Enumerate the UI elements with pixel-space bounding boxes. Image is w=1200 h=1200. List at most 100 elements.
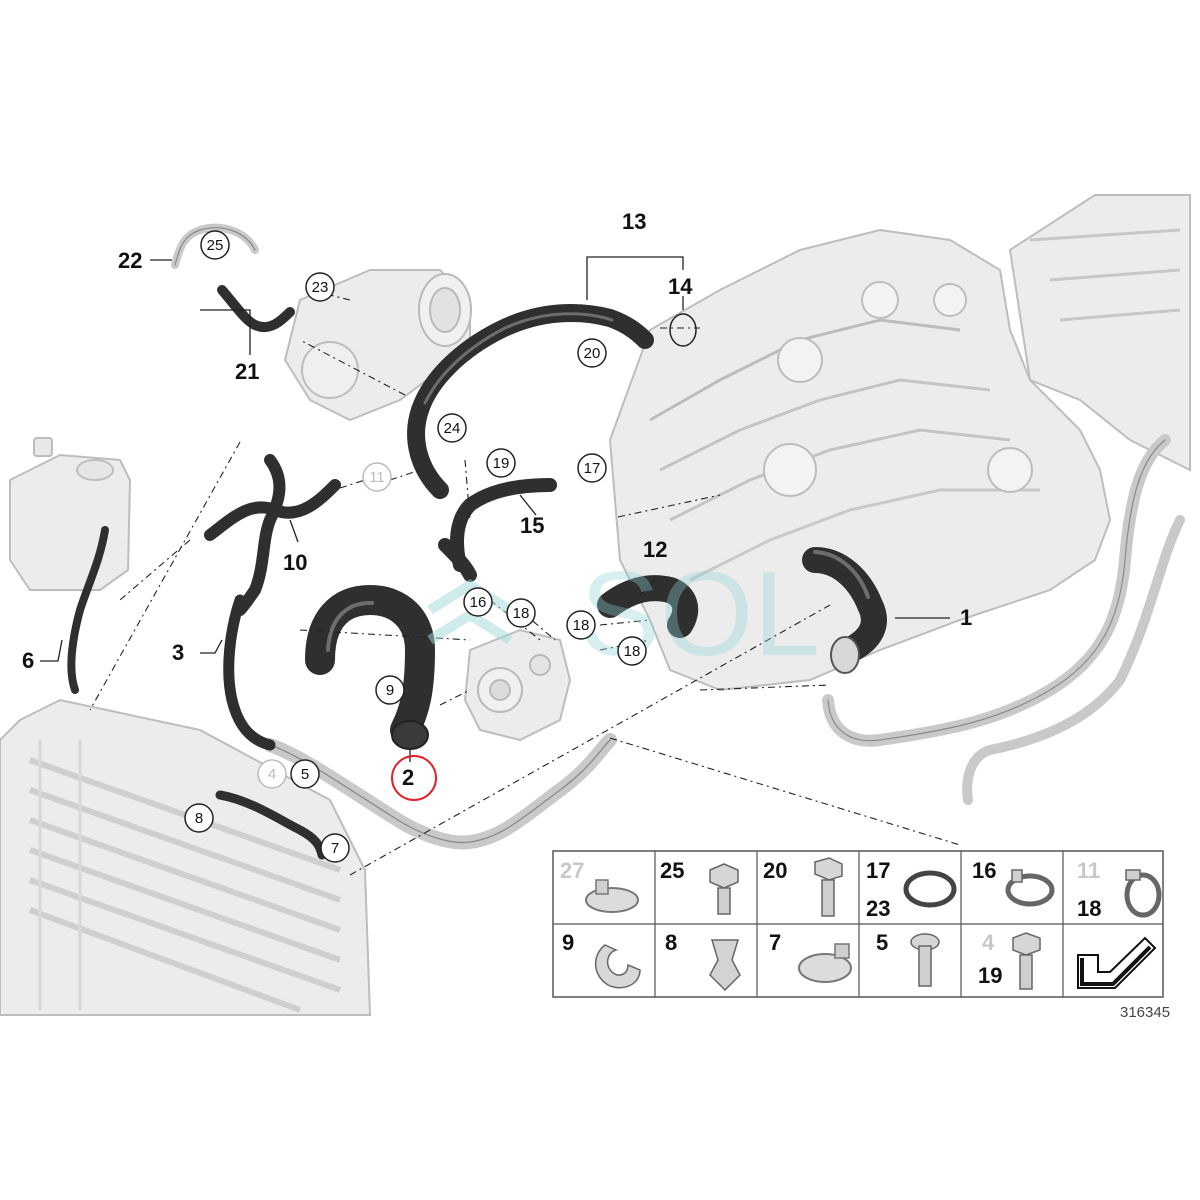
heater-return-pipes (822, 434, 1185, 805)
callout-17: 17 (577, 453, 607, 483)
svg-text:18: 18 (573, 617, 590, 634)
svg-text:16: 16 (470, 594, 487, 611)
svg-text:9: 9 (562, 930, 574, 955)
table-cell-17-23: 17 23 (866, 858, 957, 921)
assembly-lines (89, 289, 961, 876)
spring-clamp-icon (1005, 869, 1055, 907)
svg-text:16: 16 (972, 858, 996, 883)
svg-text:8: 8 (195, 810, 203, 827)
o-ring-icon (903, 870, 957, 908)
hose-clamp-icon (585, 879, 639, 913)
expanding-rivet-icon (709, 939, 741, 992)
svg-text:9: 9 (386, 682, 394, 699)
svg-text:17: 17 (866, 858, 890, 883)
callout-19: 19 (486, 448, 516, 478)
callout-25: 25 (200, 230, 230, 260)
callout-4: 4 (257, 759, 287, 789)
callout-21: 21 (235, 359, 259, 384)
callout-10: 10 (283, 550, 307, 575)
callout-18-c: 18 (617, 636, 647, 666)
spring-clamp-icon (1124, 869, 1162, 918)
callout-7: 7 (320, 833, 350, 863)
hose-1-engine-outlet (802, 547, 887, 674)
table-cell-8: 8 (665, 930, 741, 992)
direction-arrow-icon (1077, 936, 1157, 989)
o-ring-14 (669, 313, 697, 347)
svg-text:11: 11 (369, 469, 385, 486)
svg-text:23: 23 (866, 896, 890, 921)
svg-text:19: 19 (978, 963, 1002, 988)
table-cell-4-19: 4 19 (978, 930, 1041, 990)
svg-text:7: 7 (769, 930, 781, 955)
svg-text:8: 8 (665, 930, 677, 955)
svg-text:27: 27 (560, 858, 584, 883)
pipe-22-turbo-return (171, 223, 259, 269)
callout-12: 12 (643, 537, 667, 562)
callout-20: 20 (577, 338, 607, 368)
svg-text:19: 19 (493, 455, 510, 472)
callout-14: 14 (668, 274, 693, 299)
table-cell-25: 25 (660, 858, 739, 915)
hex-bolt-icon (814, 857, 843, 917)
svg-text:25: 25 (660, 858, 684, 883)
callout-3: 3 (172, 640, 184, 665)
callout-5: 5 (290, 759, 320, 789)
svg-text:23: 23 (312, 279, 329, 296)
svg-text:11: 11 (1077, 858, 1100, 883)
svg-text:17: 17 (584, 460, 601, 477)
callout-11: 11 (362, 462, 392, 492)
leader-lines (40, 256, 950, 762)
hose-3-radiator-feed (223, 594, 276, 751)
table-cell-9: 9 (562, 930, 641, 989)
table-cell-5: 5 (876, 930, 940, 987)
parts-table: 27 25 20 17 23 16 11 18 9 (552, 850, 1164, 998)
callout-6: 6 (22, 648, 34, 673)
callout-2: 2 (402, 765, 414, 790)
svg-text:5: 5 (876, 930, 888, 955)
svg-text:18: 18 (1077, 896, 1101, 921)
transmission-housing (1008, 194, 1191, 472)
table-cell-11-18: 11 18 (1077, 858, 1162, 921)
callout-1: 1 (960, 605, 972, 630)
hose-8-lower (215, 790, 327, 860)
svg-text:5: 5 (301, 766, 309, 783)
svg-text:7: 7 (331, 840, 339, 857)
callout-24: 24 (437, 413, 467, 443)
hex-bolt-icon (1012, 932, 1041, 990)
svg-text:20: 20 (584, 345, 601, 362)
callout-18-a: 18 (506, 598, 536, 628)
callout-13: 13 (622, 209, 646, 234)
hose-15-heater (438, 478, 557, 582)
callout-8: 8 (184, 803, 214, 833)
hose-2-water-pump-inlet (305, 585, 435, 750)
callout-9: 9 (375, 675, 405, 705)
highlight-circle-part-2 (391, 755, 437, 801)
hose-13-upper (407, 304, 654, 499)
callout-18-b: 18 (566, 610, 596, 640)
hose-21-turbo-feed (217, 285, 295, 333)
circled-callouts: 4 5 7 8 9 11 16 17 18 18 18 19 20 23 24 … (184, 230, 697, 863)
hose-clamp-icon (798, 943, 852, 983)
callout-16: 16 (463, 587, 493, 617)
watermark-text: SOL (580, 547, 820, 681)
torx-screw-icon (910, 933, 940, 987)
table-cell-27: 27 (560, 858, 639, 913)
svg-text:18: 18 (513, 605, 530, 622)
table-cell-16: 16 (972, 858, 1055, 907)
callout-15: 15 (520, 513, 544, 538)
figure-id: 316345 (1120, 1004, 1170, 1021)
hose-10-branch (204, 454, 341, 616)
callout-23: 23 (305, 272, 335, 302)
svg-text:24: 24 (444, 420, 461, 437)
retaining-clip-icon (594, 944, 641, 989)
bold-callouts: 1 2 3 6 10 12 13 14 15 21 22 (22, 209, 972, 790)
water-pump (463, 628, 572, 742)
svg-text:20: 20 (763, 858, 787, 883)
engine-block (608, 228, 1112, 692)
hose-6-expansion-tank-line (67, 526, 109, 694)
expansion-tank (9, 437, 132, 591)
table-cell-20: 20 (763, 857, 843, 917)
svg-text:4: 4 (268, 766, 276, 783)
svg-text:18: 18 (624, 643, 641, 660)
